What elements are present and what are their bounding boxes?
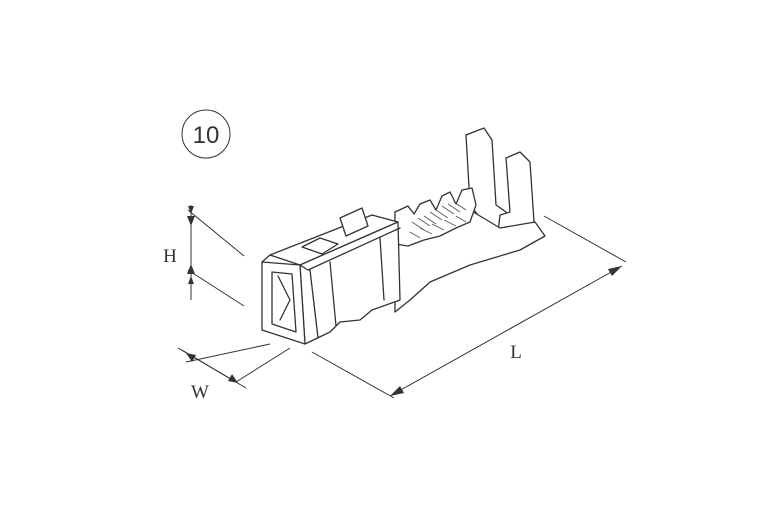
dim-w-label: W <box>191 382 209 403</box>
dimension-l: L <box>311 215 627 399</box>
side-detail <box>309 237 385 339</box>
dimension-w: W <box>177 343 291 403</box>
front-spring <box>277 275 291 321</box>
dim-l-label: L <box>510 342 522 363</box>
item-number-circle <box>181 109 231 159</box>
top-tab <box>301 237 339 255</box>
serrated-wing <box>394 187 477 247</box>
terminal-part <box>261 127 546 345</box>
item-number-badge: 10 <box>181 109 231 159</box>
dim-h-label: H <box>163 246 177 267</box>
serration-marks <box>409 201 467 239</box>
dimension-h: H <box>163 205 245 307</box>
front-opening <box>271 271 297 333</box>
item-number-text: 10 <box>193 122 220 149</box>
rear-lance <box>339 207 369 237</box>
top-edge-lines <box>261 227 401 271</box>
box-side <box>299 221 401 345</box>
